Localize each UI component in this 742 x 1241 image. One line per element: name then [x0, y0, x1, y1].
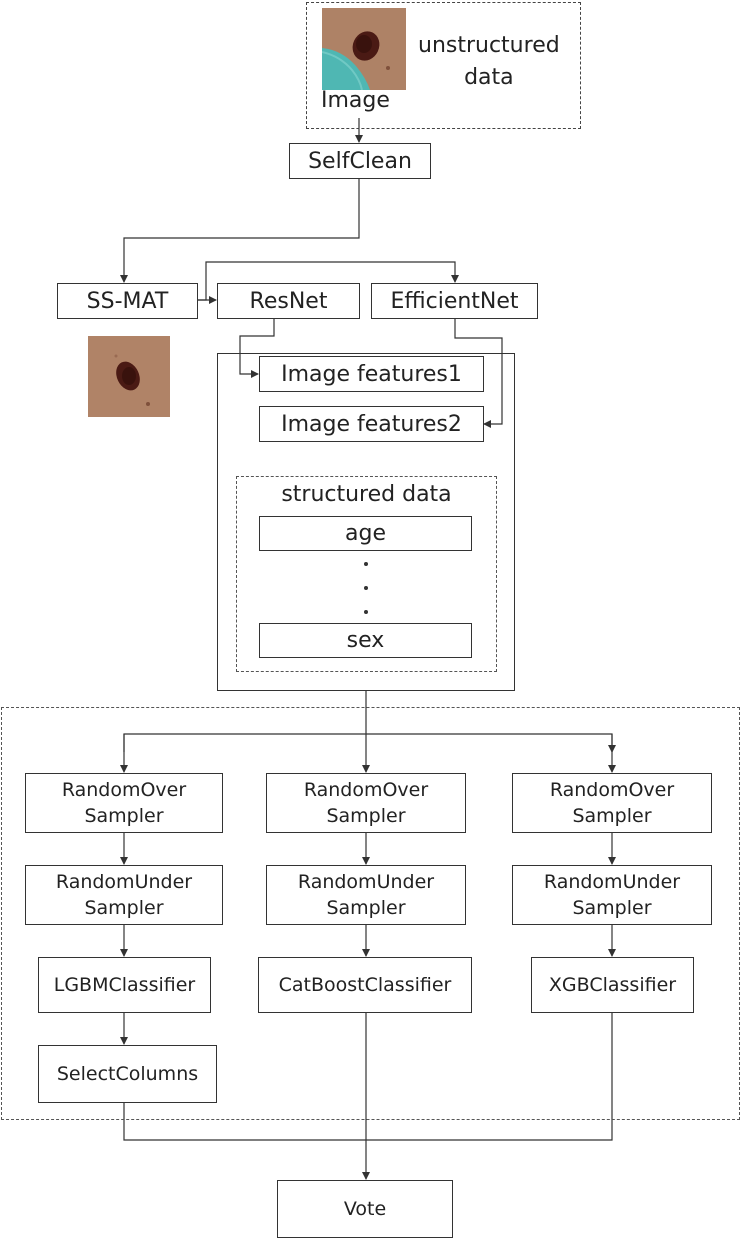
ellipsis-dot-2	[364, 586, 368, 590]
feature-block-frame	[217, 353, 515, 691]
select-columns-box: SelectColumns	[38, 1045, 217, 1103]
ssmat-box: SS-MAT	[57, 283, 198, 319]
unstructured-data-frame	[306, 2, 581, 129]
branch1-oversampler-box: RandomOver Sampler	[25, 773, 223, 833]
branch3-oversampler-label: RandomOver Sampler	[549, 779, 675, 827]
branch1-undersampler-label: RandomUnder Sampler	[55, 871, 193, 919]
vote-box: Vote	[277, 1180, 453, 1238]
efficientnet-box: EfficientNet	[371, 283, 538, 319]
branch2-undersampler-label: RandomUnder Sampler	[297, 871, 435, 919]
image-features-1-box: Image features1	[259, 356, 484, 392]
structured-data-title: structured data	[281, 482, 452, 507]
segmented-lesion-graphic	[322, 8, 406, 90]
xgb-classifier-box: XGBClassifier	[531, 957, 694, 1013]
branch3-undersampler-box: RandomUnder Sampler	[512, 865, 712, 925]
selfclean-box: SelfClean	[289, 143, 431, 179]
unstructured-data-label: unstructured data	[418, 33, 560, 90]
branch2-oversampler-box: RandomOver Sampler	[266, 773, 466, 833]
branch1-oversampler-label: RandomOver Sampler	[61, 779, 187, 827]
lgbm-classifier-box: LGBMClassifier	[38, 957, 211, 1013]
ellipsis-dot-1	[364, 562, 368, 566]
branch1-undersampler-box: RandomUnder Sampler	[25, 865, 223, 925]
image-features-2-box: Image features2	[259, 406, 484, 442]
resnet-box: ResNet	[217, 283, 360, 319]
structured-data-frame	[236, 476, 497, 672]
cropped-lesion-graphic	[88, 336, 170, 417]
ellipsis-dot-3	[364, 610, 368, 614]
segmented-lesion-image	[322, 8, 406, 90]
branch2-oversampler-label: RandomOver Sampler	[303, 779, 429, 827]
image-label: Image	[321, 88, 390, 113]
catboost-classifier-box: CatBoostClassifier	[258, 957, 472, 1013]
branch3-oversampler-box: RandomOver Sampler	[512, 773, 712, 833]
cropped-lesion-image	[88, 336, 170, 417]
branch2-undersampler-box: RandomUnder Sampler	[266, 865, 466, 925]
pipelines-frame	[1, 707, 740, 1120]
age-box: age	[259, 516, 472, 551]
branch3-undersampler-label: RandomUnder Sampler	[543, 871, 681, 919]
sex-box: sex	[259, 623, 472, 658]
